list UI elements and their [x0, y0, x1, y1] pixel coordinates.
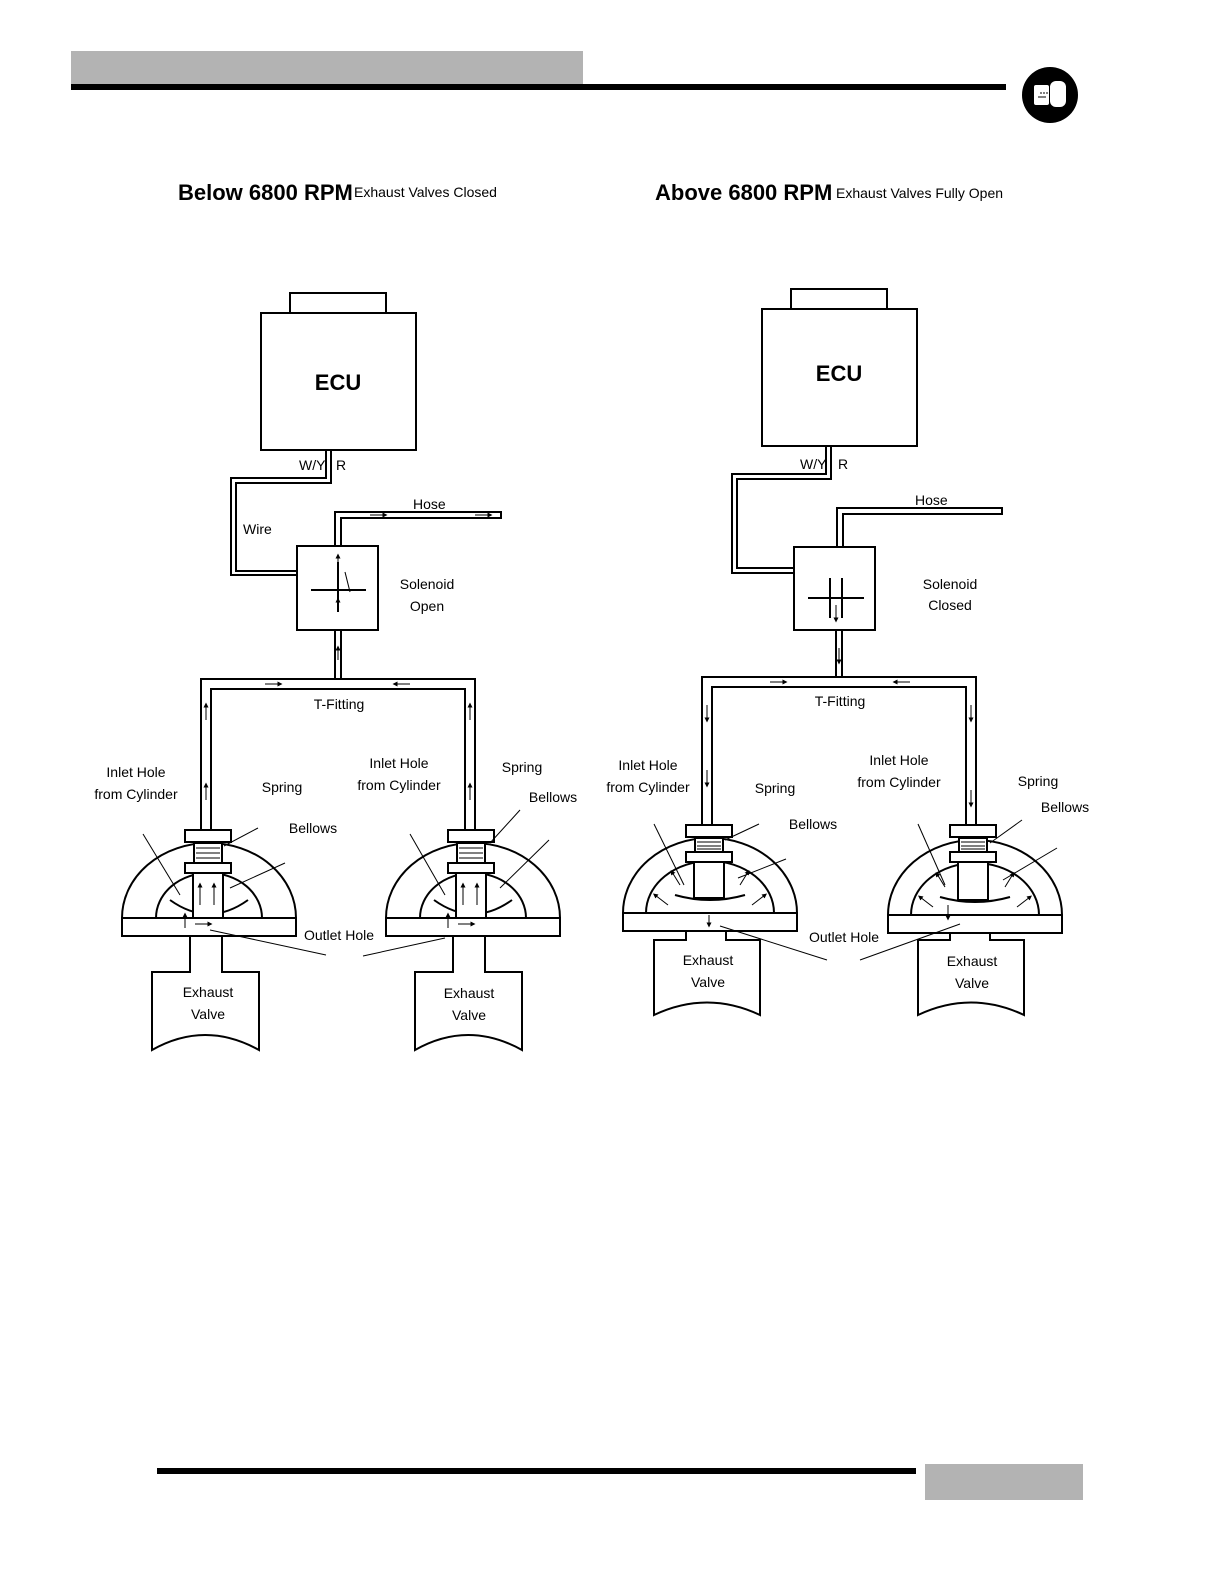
right-solenoid [793, 546, 876, 631]
left-wire-inner [235, 450, 332, 572]
left-inlet-2-label: Inlet Hole [369, 755, 428, 771]
left-t-fitting-label: T-Fitting [314, 696, 365, 712]
left-wire-r: R [336, 457, 346, 473]
left-bellows-2-label: Bellows [529, 789, 577, 805]
right-outlet-label: Outlet Hole [809, 929, 879, 945]
right-exhaust-1-label: Exhaust [683, 952, 734, 968]
left-outlet-label: Outlet Hole [304, 927, 374, 943]
right-bellows-2-label: Bellows [1041, 799, 1089, 815]
left-title: Below 6800 RPM [178, 180, 353, 205]
right-exhaust-2-label: Exhaust [947, 953, 998, 969]
right-panel: Above 6800 RPM Exhaust Valves Fully Open… [606, 180, 1089, 1017]
manual-section-badge-icon [1022, 67, 1078, 123]
left-spring-2-label: Spring [502, 759, 542, 775]
left-subtitle: Exhaust Valves Closed [354, 184, 497, 200]
left-t-fitting [200, 678, 476, 829]
right-bellows-1-label: Bellows [789, 816, 837, 832]
left-inlet-1-label: Inlet Hole [106, 764, 165, 780]
right-wire-outer [731, 446, 827, 574]
right-exhaust-2-sub: Valve [955, 975, 989, 991]
right-solenoid-state: Closed [928, 597, 972, 613]
header-gray-bar [71, 51, 583, 85]
left-wire-outer [230, 450, 327, 576]
right-wire-inner [736, 446, 832, 569]
header-rule [71, 84, 1006, 90]
left-wire-wy: W/Y [299, 457, 326, 473]
right-t-fitting [701, 676, 977, 825]
right-wire-wy: W/Y [800, 456, 827, 472]
left-exhaust-2-label: Exhaust [444, 985, 495, 1001]
left-spring-1-label: Spring [262, 779, 302, 795]
right-hose-label: Hose [915, 492, 948, 508]
left-exhaust-1-sub: Valve [191, 1006, 225, 1022]
right-ecu-box [761, 308, 918, 447]
left-hose-label: Hose [413, 496, 446, 512]
right-inlet-1-label: Inlet Hole [618, 757, 677, 773]
right-ecu-label: ECU [816, 361, 862, 386]
right-exhaust-1-sub: Valve [691, 974, 725, 990]
left-exhaust-1-label: Exhaust [183, 984, 234, 1000]
left-wire-label: Wire [243, 521, 272, 537]
left-bellows-1-label: Bellows [289, 820, 337, 836]
left-valve-assembly-2: Exhaust Valve [362, 809, 561, 1052]
left-exhaust-2-sub: Valve [452, 1007, 486, 1023]
right-inlet-2-label: Inlet Hole [869, 752, 928, 768]
right-t-fitting-label: T-Fitting [815, 693, 866, 709]
left-ecu-box [260, 312, 417, 451]
right-valve-assembly-2: Exhaust Valve [859, 819, 1063, 1017]
right-spring-2-label: Spring [1018, 773, 1058, 789]
left-solenoid-label: Solenoid [400, 576, 455, 592]
left-ecu-connector [289, 292, 387, 314]
left-valve-assembly-1: Exhaust Valve [121, 827, 327, 1052]
right-inlet-1-sub: from Cylinder [606, 779, 690, 795]
footer-gray-box [925, 1464, 1083, 1500]
left-panel: Below 6800 RPM Exhaust Valves Closed ECU… [94, 180, 577, 1052]
left-hose [334, 511, 502, 546]
right-solenoid-label: Solenoid [923, 576, 978, 592]
right-subtitle: Exhaust Valves Fully Open [836, 185, 1003, 201]
right-ecu-connector [790, 288, 888, 310]
left-inlet-2-sub: from Cylinder [357, 777, 441, 793]
footer-rule [157, 1468, 916, 1474]
left-ecu-label: ECU [315, 370, 361, 395]
right-wire-r: R [838, 456, 848, 472]
right-spring-1-label: Spring [755, 780, 795, 796]
left-inlet-1-sub: from Cylinder [94, 786, 178, 802]
left-solenoid-state: Open [410, 598, 444, 614]
right-hose [836, 507, 1003, 547]
right-inlet-2-sub: from Cylinder [857, 774, 941, 790]
right-title: Above 6800 RPM [655, 180, 832, 205]
right-valve-assembly-1: Exhaust Valve [622, 823, 828, 1017]
